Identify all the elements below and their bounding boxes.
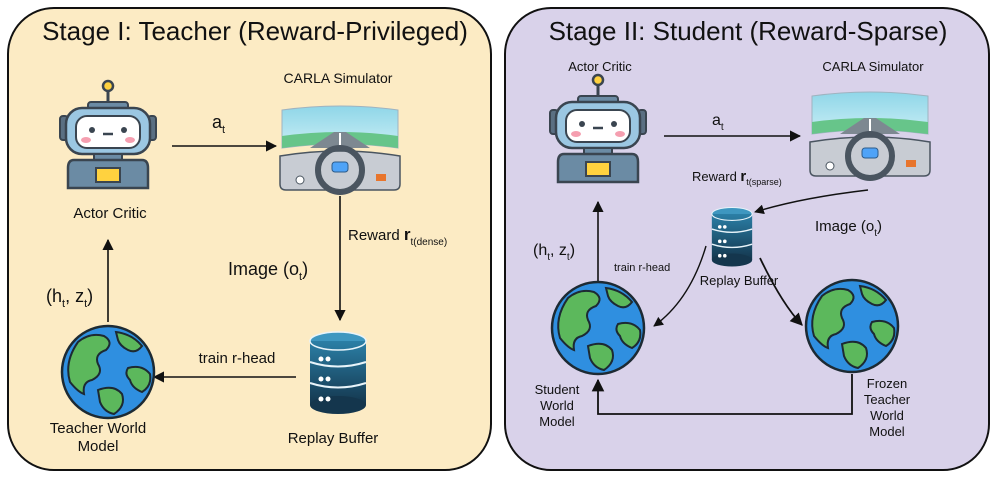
stage1-world-label-2: Model <box>78 438 119 455</box>
stage1-replay-buffer-icon <box>309 331 367 415</box>
stage1-state-label: (ht, zt) <box>46 286 93 310</box>
stage2-student-label-2: World <box>540 398 574 413</box>
stage2-buffer-label: Replay Buffer <box>700 273 779 288</box>
stage1-world-globe-icon <box>60 324 156 420</box>
stage2-title: Stage II: Student (Reward-Sparse) <box>549 16 948 46</box>
stage2-buffer-to-frozen-arrow <box>759 257 803 326</box>
stage2-reward-arrow <box>754 189 869 215</box>
stage2-student-label-3: Model <box>539 414 575 429</box>
stage1-train-label: train r-head <box>199 350 276 367</box>
stage2-replay-buffer-icon <box>711 206 753 268</box>
stage2-student-globe-icon <box>550 280 646 376</box>
stage1-title: Stage I: Teacher (Reward-Privileged) <box>42 16 468 46</box>
stage2-actor-label: Actor Critic <box>568 59 632 74</box>
stage2-train-label: train r-head <box>614 262 670 274</box>
stage2-sim-label: CARLA Simulator <box>822 59 924 74</box>
stage2-action-label: at <box>712 112 724 133</box>
stage2-state-label: (ht, zt) <box>533 242 575 263</box>
stage2-frozen-label-4: Model <box>869 424 905 439</box>
stage1-image-label: Image (ot) <box>228 259 308 283</box>
stage1-world-label-1: Teacher World <box>50 420 146 437</box>
stage2-frozen-label-2: Teacher <box>864 392 911 407</box>
stage1-buffer-label: Replay Buffer <box>288 430 379 447</box>
stage2-frozen-globe-icon <box>804 278 900 374</box>
stage2-reward-label: Reward rt(sparse) <box>692 168 782 187</box>
stage2-frozen-label-1: Frozen <box>867 376 907 391</box>
stage1-sim-label: CARLA Simulator <box>284 70 393 86</box>
stage1-actor-label: Actor Critic <box>73 205 147 222</box>
stage2-distill-arrow <box>591 374 853 415</box>
stage1-reward-label: Reward rt(dense) <box>348 225 447 248</box>
stage1-action-label: at <box>212 112 225 136</box>
stage2-train-arrow <box>653 245 707 327</box>
stage2-image-label: Image (ot) <box>815 218 882 239</box>
stage2-student-label-1: Student <box>535 382 580 397</box>
stage2-frozen-label-3: World <box>870 408 904 423</box>
